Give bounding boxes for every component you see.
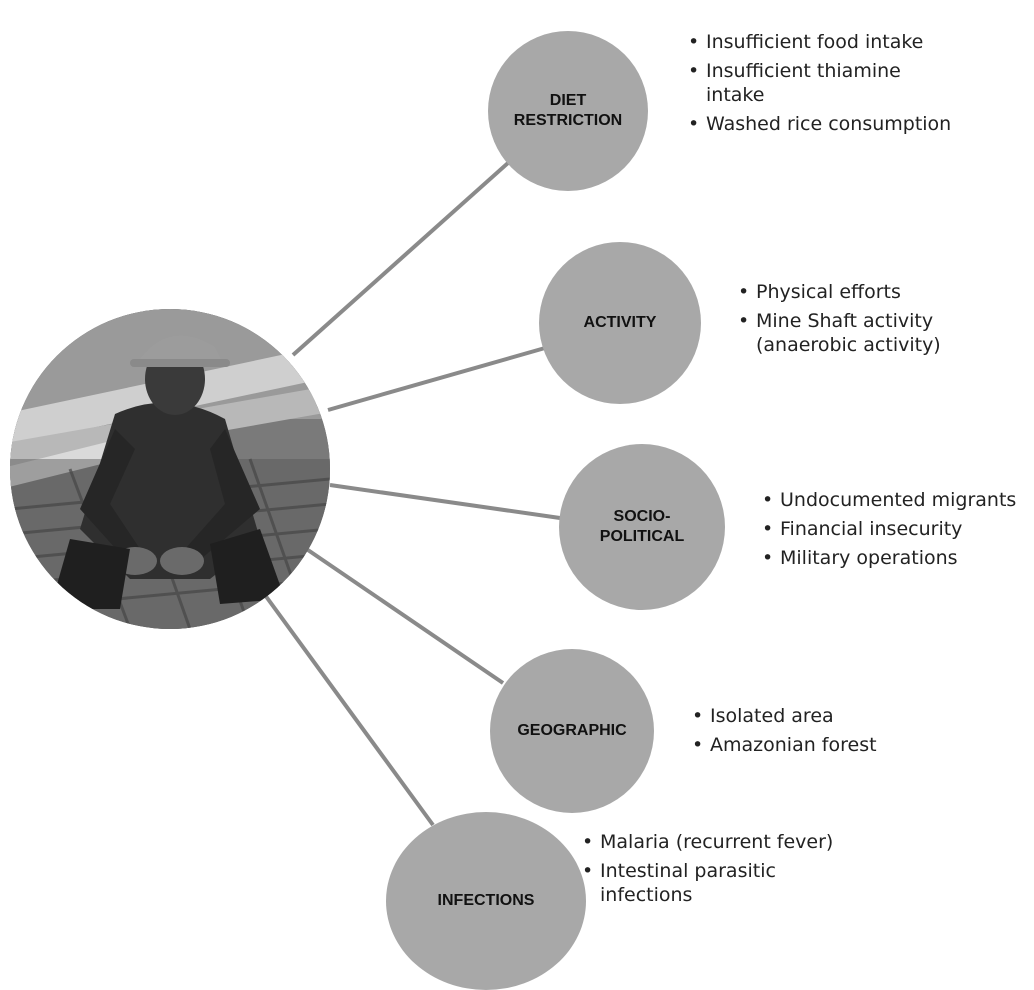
node-label: SOCIO-POLITICAL [599, 508, 685, 545]
miner-photo-icon [10, 309, 330, 629]
list-item: Mine Shaft activity (anaerobic activity) [736, 309, 966, 357]
connector-activity [327, 346, 546, 412]
bullet-list-socio: Undocumented migrants Financial insecuri… [760, 488, 1032, 575]
list-item: Insufficient thiamine intake [686, 59, 956, 107]
bullet-list-diet: Insufficient food intake Insufficient th… [686, 30, 956, 141]
connector-socio [329, 483, 561, 520]
node-activity: ACTIVITY [539, 242, 701, 404]
list-item: Isolated area [690, 704, 920, 728]
list-item: Amazonian forest [690, 733, 920, 757]
list-item: Malaria (recurrent fever) [580, 830, 870, 854]
bullet-list-geographic: Isolated area Amazonian forest [690, 704, 920, 762]
node-label: GEOGRAPHIC [517, 722, 627, 739]
connector-diet [291, 161, 510, 357]
list-item: Washed rice consumption [686, 112, 956, 136]
list-item: Military operations [760, 546, 1032, 570]
list-item: Physical efforts [736, 280, 966, 304]
connector-geographic [303, 546, 505, 685]
list-item: Undocumented migrants [760, 488, 1032, 512]
node-geographic: GEOGRAPHIC [490, 649, 654, 813]
list-item: Intestinal parasitic infections [580, 859, 870, 907]
bullet-list-infections: Malaria (recurrent fever) Intestinal par… [580, 830, 870, 912]
list-item: Insufficient food intake [686, 30, 956, 54]
node-diet-restriction: DIET RESTRICTION [488, 31, 648, 191]
connector-infections [263, 593, 435, 827]
bullet-list-activity: Physical efforts Mine Shaft activity (an… [736, 280, 966, 362]
node-label: ACTIVITY [583, 314, 657, 331]
list-item: Financial insecurity [760, 517, 1032, 541]
node-socio-political: SOCIO-POLITICAL [559, 444, 725, 610]
node-infections: INFECTIONS [386, 812, 586, 990]
miner-photo [10, 309, 330, 629]
node-label: INFECTIONS [437, 892, 535, 909]
node-label: DIET RESTRICTION [513, 92, 623, 129]
